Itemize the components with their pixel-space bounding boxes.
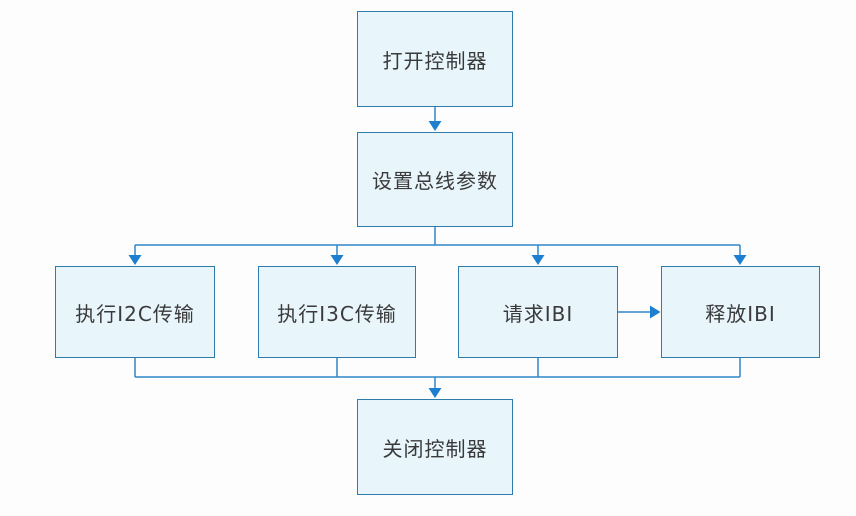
node-close-controller-label: 关闭控制器 xyxy=(382,436,488,461)
arrowhead-close xyxy=(428,388,442,398)
arrowhead-i3c xyxy=(330,255,344,265)
arrowhead-setbus xyxy=(428,121,442,131)
node-i2c-transfer: 执行I2C传输 xyxy=(55,266,215,358)
node-close-controller: 关闭控制器 xyxy=(357,399,513,495)
node-open-controller: 打开控制器 xyxy=(357,11,513,107)
node-set-bus-params: 设置总线参数 xyxy=(357,132,513,227)
node-i2c-transfer-label: 执行I2C传输 xyxy=(75,301,195,326)
arrowhead-relibi-left xyxy=(650,305,661,319)
arrowhead-i2c xyxy=(128,255,142,265)
node-release-ibi: 释放IBI xyxy=(661,266,820,358)
node-open-controller-label: 打开控制器 xyxy=(382,48,488,73)
arrowhead-reqibi xyxy=(531,255,545,265)
node-request-ibi: 请求IBI xyxy=(458,266,618,358)
node-i3c-transfer-label: 执行I3C传输 xyxy=(277,301,397,326)
node-i3c-transfer: 执行I3C传输 xyxy=(258,266,416,358)
arrowhead-relibi xyxy=(733,255,747,265)
node-request-ibi-label: 请求IBI xyxy=(502,301,574,326)
node-release-ibi-label: 释放IBI xyxy=(705,301,776,326)
node-set-bus-params-label: 设置总线参数 xyxy=(372,169,498,193)
